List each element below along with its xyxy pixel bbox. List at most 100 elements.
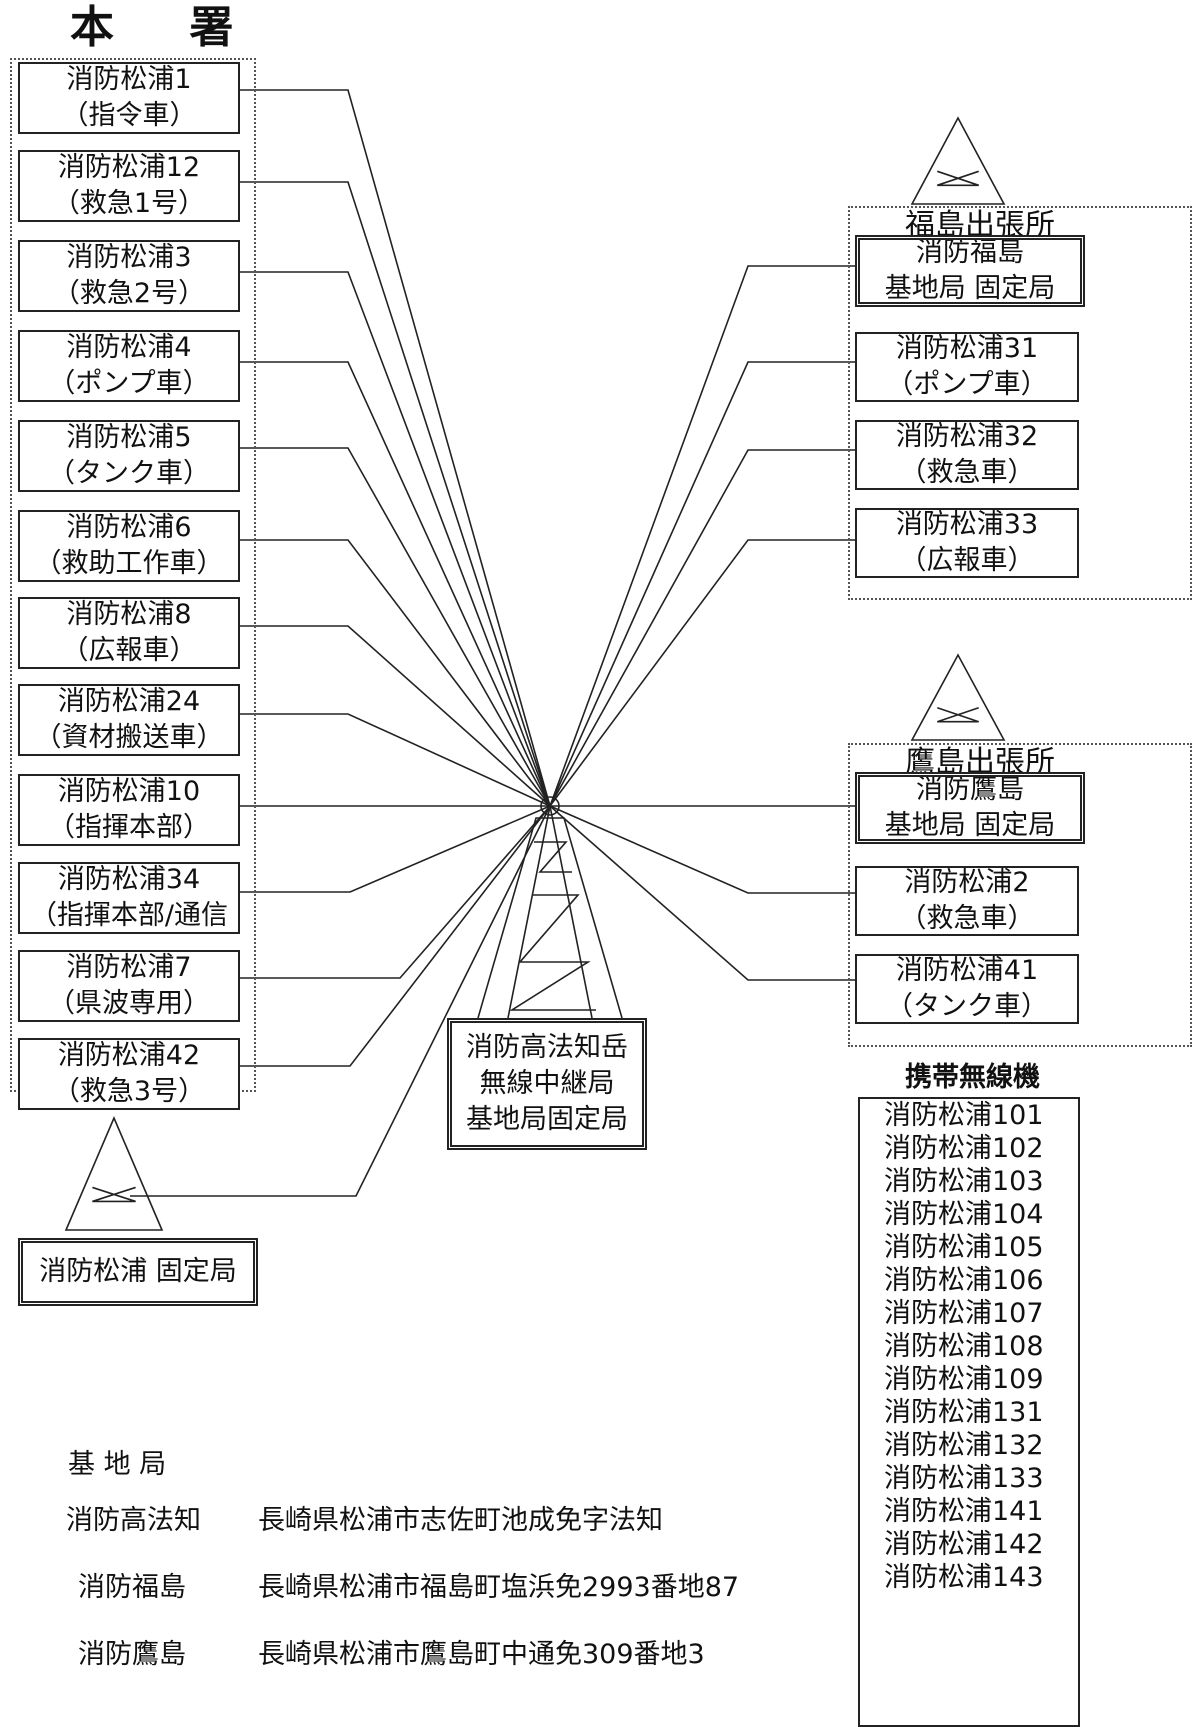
legend-station-name: 消防福島 xyxy=(78,1572,186,1603)
honsho-unit: 消防松浦34 （指揮本部/通信 xyxy=(18,862,240,934)
honsho-unit: 消防松浦1（指令車） xyxy=(18,62,240,134)
relay-tower-legs-icon xyxy=(477,817,623,1019)
portable-radio-item: 消防松浦131 xyxy=(884,1397,1044,1428)
unit-callsign: 消防松浦4 xyxy=(66,332,192,363)
unit-callsign: 消防松浦31 xyxy=(895,333,1039,364)
unit-callsign: 消防松浦6 xyxy=(66,512,192,543)
unit-role: （救急3号） xyxy=(52,1076,206,1107)
honsho-unit: 消防松浦10 （指揮本部） xyxy=(18,774,240,846)
honsho-title: 本 署 xyxy=(70,2,264,53)
link-line xyxy=(236,805,551,893)
portable-radio-item: 消防松浦103 xyxy=(884,1166,1044,1197)
link-line xyxy=(236,539,551,807)
takashima-antenna-icon-bracing xyxy=(937,706,979,723)
fukushima-antenna-icon xyxy=(910,116,1006,205)
fukushima-group xyxy=(848,206,1192,600)
honsho-unit: 消防松浦5（タンク車） xyxy=(18,420,240,492)
fukushima-unit: 消防松浦32 （救急車） xyxy=(855,420,1079,490)
honsho-unit: 消防松浦4 （ポンプ車） xyxy=(18,330,240,402)
unit-callsign: 消防松浦34 xyxy=(57,864,201,895)
portable-radios-title: 携帯無線機 xyxy=(905,1062,1040,1093)
unit-role: （指揮本部） xyxy=(48,812,210,843)
unit-callsign: 消防松浦10 xyxy=(57,776,201,807)
relay-line3: 基地局固定局 xyxy=(466,1104,628,1135)
honsho-unit: 消防松浦8（広報車） xyxy=(18,597,240,669)
portable-radio-item: 消防松浦108 xyxy=(884,1331,1044,1362)
link-line xyxy=(549,361,855,807)
legend-heading: 基 地 局 xyxy=(68,1449,167,1480)
takashima-base-station: 消防鷹島 基地局 固定局 xyxy=(855,772,1085,844)
link-line xyxy=(236,181,551,807)
takashima-base-line2: 基地局 固定局 xyxy=(884,810,1056,841)
unit-callsign: 消防松浦12 xyxy=(57,152,201,183)
unit-callsign: 消防松浦1 xyxy=(66,64,192,95)
portable-radio-item: 消防松浦132 xyxy=(884,1430,1044,1461)
unit-callsign: 消防松浦41 xyxy=(895,955,1039,986)
legend-station-name: 消防鷹島 xyxy=(78,1639,186,1670)
honsho-unit: 消防松浦24 （資材搬送車） xyxy=(18,684,240,756)
link-line xyxy=(549,805,855,894)
unit-role: （県波専用） xyxy=(48,988,210,1019)
unit-role: （救急車） xyxy=(899,903,1035,934)
link-line xyxy=(236,713,551,807)
portable-radio-item: 消防松浦101 xyxy=(884,1100,1044,1131)
portable-radio-item: 消防松浦102 xyxy=(884,1133,1044,1164)
relay-line2: 無線中継局 xyxy=(479,1068,615,1099)
link-line xyxy=(236,805,551,979)
unit-role: （救助工作車） xyxy=(34,548,224,579)
unit-role: （タンク車） xyxy=(886,991,1048,1022)
honsho-unit: 消防松浦7 （県波専用） xyxy=(18,950,240,1022)
unit-callsign: 消防松浦24 xyxy=(57,686,201,717)
honsho-unit: 消防松浦6 （救助工作車） xyxy=(18,510,240,582)
portable-radio-item: 消防松浦104 xyxy=(884,1199,1044,1230)
fukushima-antenna-icon-bracing xyxy=(937,170,979,187)
legend-station-address: 長崎県松浦市志佐町池成免字法知 xyxy=(258,1505,663,1536)
link-line xyxy=(236,361,551,807)
unit-callsign: 消防松浦7 xyxy=(66,952,192,983)
unit-callsign: 消防松浦32 xyxy=(895,421,1039,452)
relay-station-box: 消防高法知岳 無線中継局 基地局固定局 xyxy=(447,1018,647,1150)
unit-role: （ポンプ車） xyxy=(886,369,1048,400)
unit-role: （広報車） xyxy=(61,635,197,666)
honsho-unit: 消防松浦42 （救急3号） xyxy=(18,1038,240,1110)
legend-station-address: 長崎県松浦市福島町塩浜免2993番地87 xyxy=(258,1572,740,1603)
honsho-unit: 消防松浦3 （救急2号） xyxy=(18,240,240,312)
legend-station-name: 消防高法知 xyxy=(66,1505,201,1536)
link-line xyxy=(549,539,855,807)
takashima-group xyxy=(848,743,1192,1047)
unit-role: （指揮本部/通信 xyxy=(29,900,229,931)
unit-role: （タンク車） xyxy=(48,458,210,489)
portable-radio-item: 消防松浦143 xyxy=(884,1562,1044,1593)
takashima-base-line1: 消防鷹島 xyxy=(916,774,1024,805)
fukushima-base-line1: 消防福島 xyxy=(916,237,1024,268)
unit-role: （救急1号） xyxy=(52,188,206,219)
relay-tower-icon xyxy=(507,805,593,1019)
takashima-antenna-icon xyxy=(910,653,1006,741)
link-line xyxy=(549,265,855,807)
fukushima-unit: 消防松浦33（広報車） xyxy=(855,508,1079,578)
unit-callsign: 消防松浦3 xyxy=(66,242,192,273)
unit-role: （救急2号） xyxy=(52,278,206,309)
fixed-station-antenna-icon xyxy=(64,1115,164,1231)
link-line xyxy=(236,89,551,807)
fukushima-base-line2: 基地局 固定局 xyxy=(884,273,1056,304)
unit-role: （救急車） xyxy=(899,457,1035,488)
unit-role: （ポンプ車） xyxy=(48,368,210,399)
portable-radio-item: 消防松浦107 xyxy=(884,1298,1044,1329)
portable-radio-item: 消防松浦133 xyxy=(884,1463,1044,1494)
unit-role: （資材搬送車） xyxy=(34,722,224,753)
takashima-unit: 消防松浦2（救急車） xyxy=(855,866,1079,936)
link-line xyxy=(236,625,551,807)
fixed-station-label: 消防松浦 固定局 xyxy=(39,1256,237,1287)
unit-role: （広報車） xyxy=(899,545,1035,576)
portable-radio-item: 消防松浦142 xyxy=(884,1529,1044,1560)
relay-line1: 消防高法知岳 xyxy=(466,1032,628,1063)
portable-radio-item: 消防松浦109 xyxy=(884,1364,1044,1395)
link-line xyxy=(130,805,551,1197)
unit-callsign: 消防松浦42 xyxy=(57,1040,201,1071)
portable-radio-item: 消防松浦105 xyxy=(884,1232,1044,1263)
fukushima-base-station: 消防福島 基地局 固定局 xyxy=(855,235,1085,307)
link-line xyxy=(236,805,551,1067)
